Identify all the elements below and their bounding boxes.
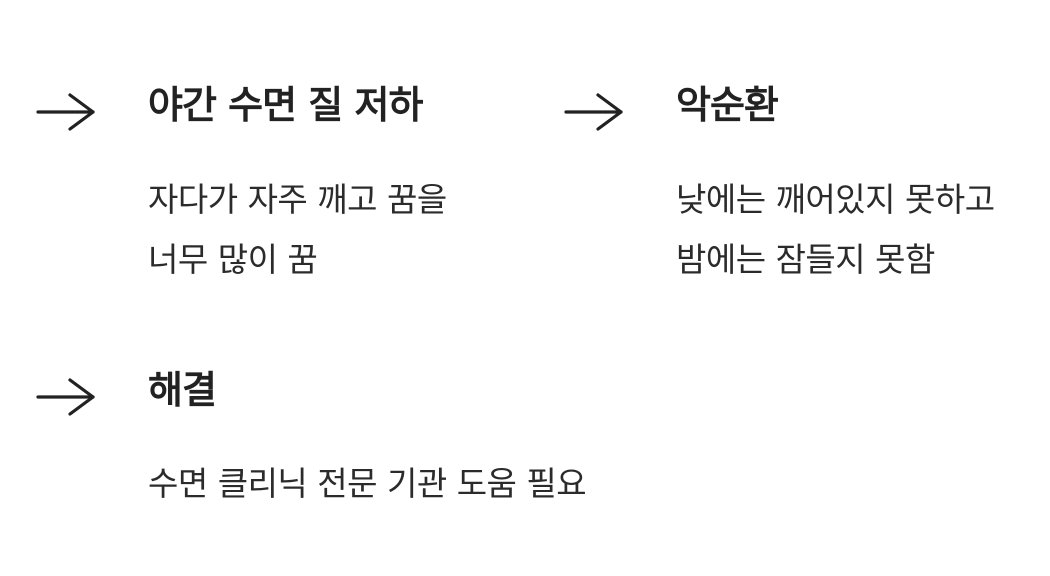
description-line: 낮에는 깨어있지 못하고 [676,180,995,219]
description-line: 수면 클리닉 전문 기관 도움 필요 [148,464,587,503]
point-title: 야간 수면 질 저하 [148,83,423,127]
arrow-right-icon [36,92,96,132]
description-line: 자다가 자주 깨고 꿈을 [148,180,447,219]
arrow-right-icon [36,377,96,417]
description-line: 밤에는 잠들지 못함 [676,240,935,279]
point-title: 악순환 [676,83,779,127]
point-title: 해결 [148,368,217,412]
description-line: 너무 많이 꿈 [148,240,318,279]
point-description: 자다가 자주 깨고 꿈을 너무 많이 꿈 [148,170,447,290]
point-description: 수면 클리닉 전문 기관 도움 필요 [148,454,587,514]
arrow-right-icon [564,92,624,132]
point-description: 낮에는 깨어있지 못하고 밤에는 잠들지 못함 [676,170,995,290]
